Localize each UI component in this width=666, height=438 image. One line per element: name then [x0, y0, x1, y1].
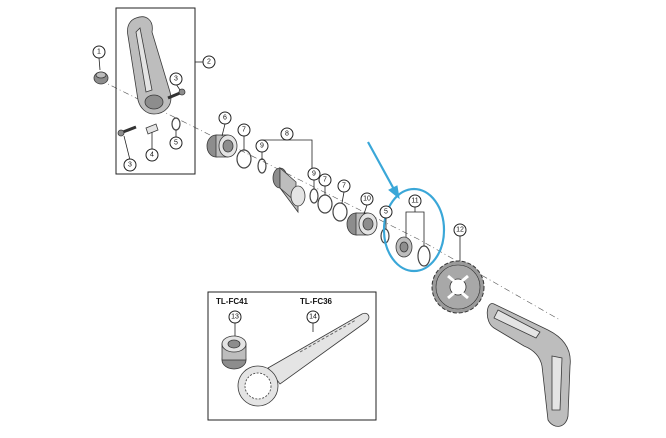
spacer-ring-right — [332, 202, 348, 222]
svg-text:1: 1 — [97, 49, 101, 56]
svg-text:7: 7 — [323, 177, 327, 184]
callout-1: 1 — [92, 45, 106, 59]
callout-10: 10 — [360, 192, 374, 206]
callout-3-lower: 3 — [123, 158, 137, 172]
callout-3-upper: 3 — [169, 72, 183, 86]
svg-text:7: 7 — [342, 183, 346, 190]
callout-14: 14 — [306, 310, 320, 324]
svg-text:12: 12 — [456, 227, 464, 234]
svg-text:4: 4 — [150, 152, 154, 159]
tool-label-tl-fc36: TL-FC36 — [300, 297, 333, 306]
spacer-ring-mid — [317, 194, 333, 214]
svg-text:14: 14 — [309, 314, 317, 321]
right-crank-arm — [486, 303, 571, 427]
callout-13: 13 — [228, 310, 242, 324]
callout-7-mid: 7 — [318, 173, 332, 187]
svg-text:8: 8 — [285, 131, 289, 138]
callout-12: 12 — [453, 223, 467, 237]
svg-text:10: 10 — [363, 196, 371, 203]
pinch-bolt-upper — [167, 88, 186, 100]
crank-cap — [93, 71, 109, 85]
svg-text:9: 9 — [260, 143, 264, 150]
highlight-ellipse — [382, 187, 446, 273]
spacer-thin-right — [309, 188, 319, 204]
highlight-arrow — [367, 141, 400, 200]
svg-text:11: 11 — [411, 198, 418, 205]
svg-text:3: 3 — [128, 162, 132, 169]
tool-wrench — [237, 312, 370, 407]
pinch-bolt-lower — [117, 125, 137, 137]
chainring — [431, 260, 485, 314]
bearing-cup-left — [206, 134, 238, 158]
center-axis-line — [99, 79, 561, 321]
callout-7-right: 7 — [337, 179, 351, 193]
callout-4: 4 — [145, 148, 159, 162]
callout-9-right: 9 — [307, 167, 321, 181]
washer-left — [171, 117, 181, 131]
left-crank-arm — [127, 16, 172, 115]
tools-box — [207, 291, 377, 421]
safety-plate — [145, 123, 159, 135]
callout-6: 6 — [218, 111, 232, 125]
inner-cover-sleeve — [272, 166, 306, 214]
svg-text:13: 13 — [231, 314, 239, 321]
spacer-thin-left — [257, 158, 267, 174]
callout-5-right: 5 — [379, 205, 393, 219]
callout-9-left: 9 — [255, 139, 269, 153]
svg-text:5: 5 — [384, 209, 388, 216]
svg-text:9: 9 — [312, 171, 316, 178]
svg-text:3: 3 — [174, 76, 178, 83]
callout-2: 2 — [202, 55, 216, 69]
svg-text:6: 6 — [223, 115, 227, 122]
callout-8: 8 — [280, 127, 294, 141]
callout-5-left: 5 — [169, 136, 183, 150]
svg-text:5: 5 — [174, 140, 178, 147]
lock-ring-parts — [395, 236, 431, 267]
spacer-ring-left — [236, 149, 252, 169]
left-crank-box — [115, 7, 196, 175]
bearing-cup-right — [346, 212, 378, 236]
svg-text:2: 2 — [207, 59, 211, 66]
callout-7-left: 7 — [237, 123, 251, 137]
tool-label-tl-fc41: TL-FC41 — [216, 297, 249, 306]
tool-adapter — [221, 335, 247, 370]
svg-text:7: 7 — [242, 127, 246, 134]
callout-11: 11 — [408, 194, 422, 208]
